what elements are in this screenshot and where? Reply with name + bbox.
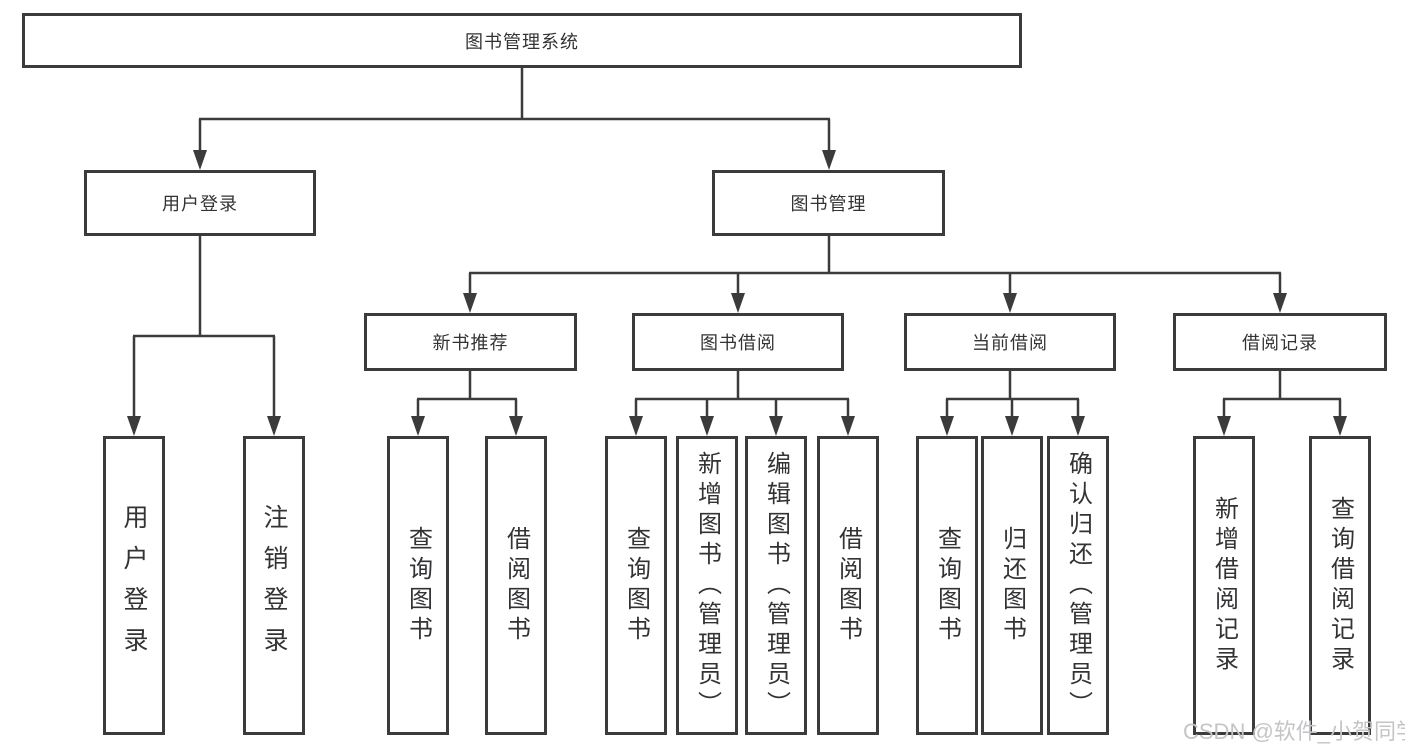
leaf-query-book-borrow: 查询图书 (605, 436, 667, 735)
connector-root-to-level2 (193, 68, 836, 170)
node-current-borrow: 当前借阅 (904, 313, 1116, 371)
node-book-borrow: 图书借阅 (632, 313, 844, 371)
leaf-add-borrow-record: 新增借阅记录 (1193, 436, 1255, 735)
connector-borrow-records-to-leaves (1217, 371, 1347, 436)
csdn-watermark: CSDN @软件_小贺同学 (1183, 719, 1405, 744)
connector-book-borrow-to-leaves (629, 371, 855, 436)
node-borrow-records: 借阅记录 (1173, 313, 1387, 371)
leaf-query-book-recommend: 查询图书 (387, 436, 449, 735)
leaf-borrow-book-recommend: 借阅图书 (485, 436, 547, 735)
node-new-book-recommend: 新书推荐 (364, 313, 577, 371)
leaf-confirm-return-admin: 确认归还（管理员） (1047, 436, 1109, 735)
connector-book-management-to-level3 (463, 236, 1287, 313)
node-book-management: 图书管理 (712, 170, 945, 236)
leaf-user-login: 用户登录 (103, 436, 165, 735)
node-root-system: 图书管理系统 (22, 13, 1022, 68)
connector-user-login-to-leaves (127, 236, 281, 436)
leaf-query-book-current: 查询图书 (916, 436, 978, 735)
leaf-add-book-admin: 新增图书（管理员） (676, 436, 738, 735)
leaf-logout: 注销登录 (243, 436, 305, 735)
leaf-edit-book-admin: 编辑图书（管理员） (745, 436, 807, 735)
leaf-return-book: 归还图书 (981, 436, 1043, 735)
leaf-query-borrow-record: 查询借阅记录 (1309, 436, 1371, 735)
connector-current-borrow-to-leaves (940, 371, 1085, 436)
leaf-borrow-book: 借阅图书 (817, 436, 879, 735)
connector-new-book-recommend-to-leaves (411, 371, 523, 436)
node-user-login: 用户登录 (84, 170, 316, 236)
